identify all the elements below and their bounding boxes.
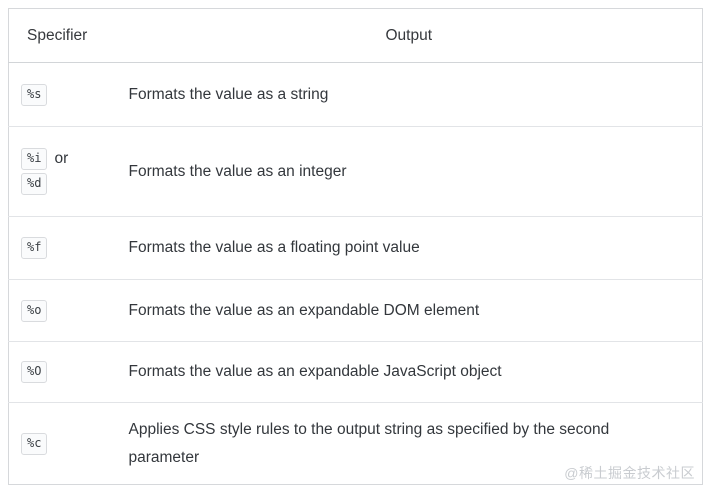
output-description: Formats the value as an expandable DOM e… [115, 279, 703, 342]
specifier-cell: %s [9, 63, 116, 127]
specifier-cell: %o [8, 279, 116, 342]
output-description: Applies CSS style rules to the output st… [115, 402, 703, 485]
table-row: %O Formats the value as an expandable Ja… [8, 341, 703, 403]
specifier-code-badge: %f [21, 237, 48, 259]
table-row: %f Formats the value as a floating point… [8, 216, 703, 280]
specifier-cell: %c [8, 402, 116, 485]
specifier-code-badge: %O [21, 361, 48, 383]
format-specifier-table: Specifier Output %s Formats the value as… [8, 8, 703, 485]
specifier-cell: %i or %d [8, 126, 116, 217]
table-row: %s Formats the value as a string [9, 63, 703, 127]
site-watermark: @稀土掘金技术社区 [564, 465, 695, 481]
specifier-joiner-text: or [54, 150, 69, 167]
specifier-cell: %f [8, 216, 116, 280]
output-description: Formats the value as a floating point va… [115, 216, 703, 280]
output-description: Formats the value as an expandable JavaS… [115, 341, 703, 403]
specifier-code-badge: %c [21, 432, 48, 455]
specifier-code-badge: %o [21, 299, 48, 322]
output-description: Formats the value as a string [128, 85, 329, 103]
table-row: %o Formats the value as an expandable DO… [8, 279, 703, 342]
specifier-code-badge: %i [21, 148, 48, 170]
specifier-code-badge: %s [21, 83, 48, 106]
output-description: Formats the value as an integer [115, 126, 703, 217]
table-row: %c Applies CSS style rules to the output… [8, 402, 703, 485]
table-header-row: Specifier Output [8, 8, 703, 63]
specifier-cell: %O [8, 341, 116, 403]
column-header-specifier: Specifier [8, 8, 116, 63]
column-header-output: Output [115, 8, 703, 63]
specifier-code-badge: %d [21, 173, 48, 195]
table-row: %i or %d Formats the value as an integer [8, 126, 703, 217]
